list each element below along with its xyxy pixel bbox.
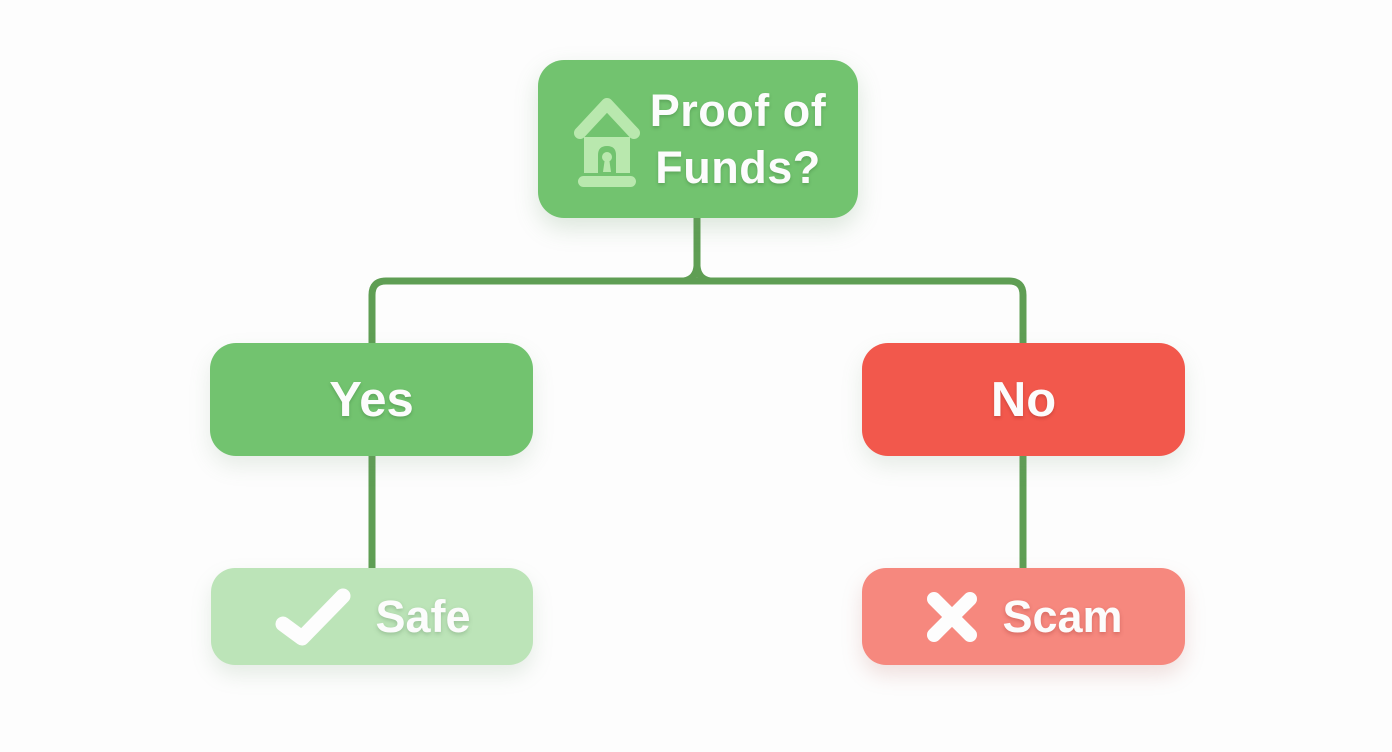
node-safe: Safe — [211, 568, 533, 665]
root-label-line1: Proof of — [649, 85, 827, 136]
bank-icon — [573, 98, 640, 187]
no-node-label: No — [990, 372, 1057, 427]
node-scam: Scam — [862, 568, 1185, 665]
yes-node-label: Yes — [329, 372, 414, 427]
check-icon — [275, 588, 351, 645]
node-proof-of-funds: Proof of Funds? — [538, 60, 858, 218]
safe-node-label: Safe — [375, 590, 471, 642]
x-icon — [927, 591, 978, 642]
node-no: No — [862, 343, 1185, 456]
root-node-label: Proof of Funds? — [650, 82, 826, 196]
node-yes: Yes — [210, 343, 533, 456]
scam-node-label: Scam — [1002, 590, 1123, 642]
root-label-line2: Funds? — [655, 142, 821, 193]
